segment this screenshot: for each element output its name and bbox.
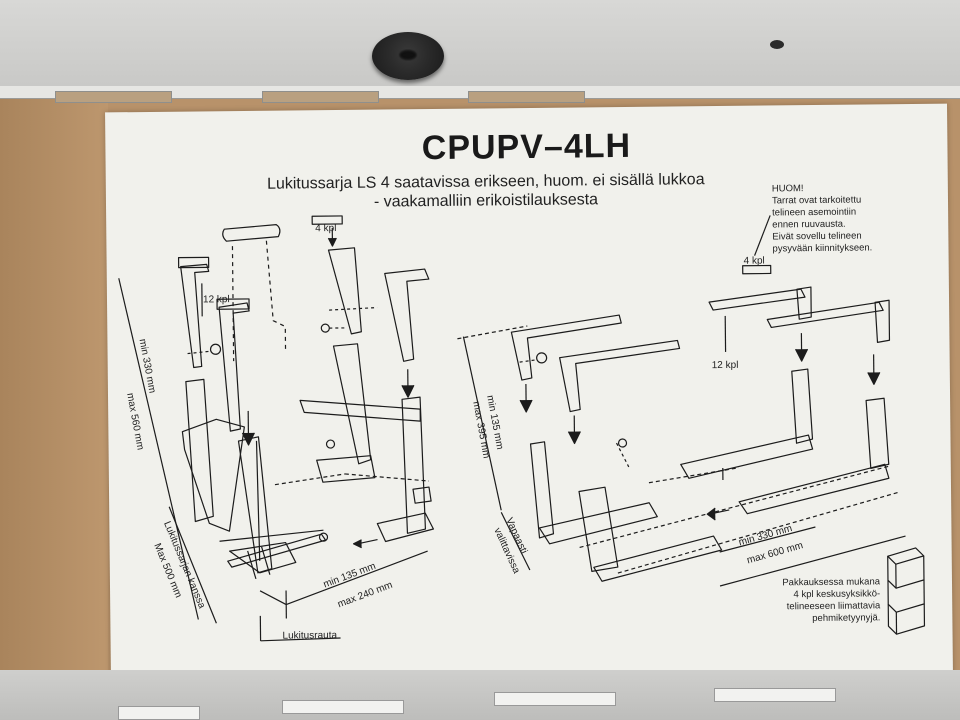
- label-qty-4-left: 4 kpl: [315, 223, 337, 235]
- bottom-slot: [118, 706, 200, 720]
- frame-left-lower: [185, 378, 214, 523]
- frame-right-rail: [401, 396, 427, 534]
- dim-line-135-395: [462, 336, 502, 511]
- note-package-line: pehmiketyynyjä.: [812, 612, 881, 625]
- bracket-left-upright: [180, 263, 210, 369]
- rail-slot: [468, 91, 585, 103]
- thumb-screw-knob: [372, 32, 444, 80]
- instruction-sheet: CPUPV–4LH Lukitussarja LS 4 saatavissa e…: [105, 103, 953, 683]
- rail-slot: [262, 91, 379, 103]
- note-huomi-line: Tarrat ovat tarkoitettu: [771, 194, 862, 207]
- bracket-r1: [510, 314, 622, 381]
- dim-line-135-240: [285, 550, 428, 606]
- bracket-left-2: [218, 302, 250, 432]
- dim-line-330-560: [118, 278, 199, 620]
- bracket-r4: [766, 301, 884, 329]
- note-huomi-line: Eivät sovellu telineen: [772, 230, 862, 243]
- note-package: Pakkauksessa mukana 4 kpl keskusyksikkö-…: [758, 576, 880, 625]
- note-huomi: HUOM! Tarrat ovat tarkoitettu telineen a…: [772, 182, 873, 255]
- rail-r4: [865, 397, 890, 470]
- assembly-diagram: [118, 215, 926, 642]
- cardboard-edge: [0, 96, 108, 670]
- rail-r1: [529, 441, 555, 539]
- rail-slot: [55, 91, 172, 103]
- crossbar: [299, 399, 421, 422]
- note-huomi-line: telineen asemointiin: [772, 206, 857, 219]
- label-lukitusrauta: Lukitusrauta: [282, 630, 338, 642]
- bracket-r2: [559, 339, 681, 413]
- label-qty-12-right: 12 kpl: [711, 359, 739, 372]
- note-huomi-line: ennen ruuvausta.: [772, 218, 846, 231]
- bracket-right-upright: [384, 268, 430, 362]
- label-qty-4-right: 4 kpl: [743, 255, 765, 267]
- dim-line-vapaasti: [500, 512, 531, 571]
- note-huomi-heading: HUOM!: [771, 183, 804, 195]
- sticker-4kpl-right: [742, 264, 772, 275]
- bottom-slot: [282, 700, 404, 714]
- cushion-box: [887, 547, 925, 565]
- roller-part: [222, 224, 281, 242]
- sticker-4kpl-left: [311, 215, 343, 225]
- bottom-slot: [714, 688, 836, 702]
- bottom-slot: [494, 692, 616, 706]
- frame-left-rail: [237, 436, 273, 574]
- bracket-mid-upright: [327, 247, 362, 335]
- frame-hole: [770, 40, 784, 49]
- shelf-frame-top: [0, 0, 960, 96]
- bracket-r3: [708, 288, 806, 311]
- label-qty-12-left: 12 kpl: [202, 294, 230, 306]
- rail-r3: [791, 368, 814, 444]
- note-huomi-line: pysyvään kiinnitykseen.: [772, 242, 873, 255]
- rail-r2: [578, 486, 619, 572]
- dim-line-500: [168, 506, 217, 624]
